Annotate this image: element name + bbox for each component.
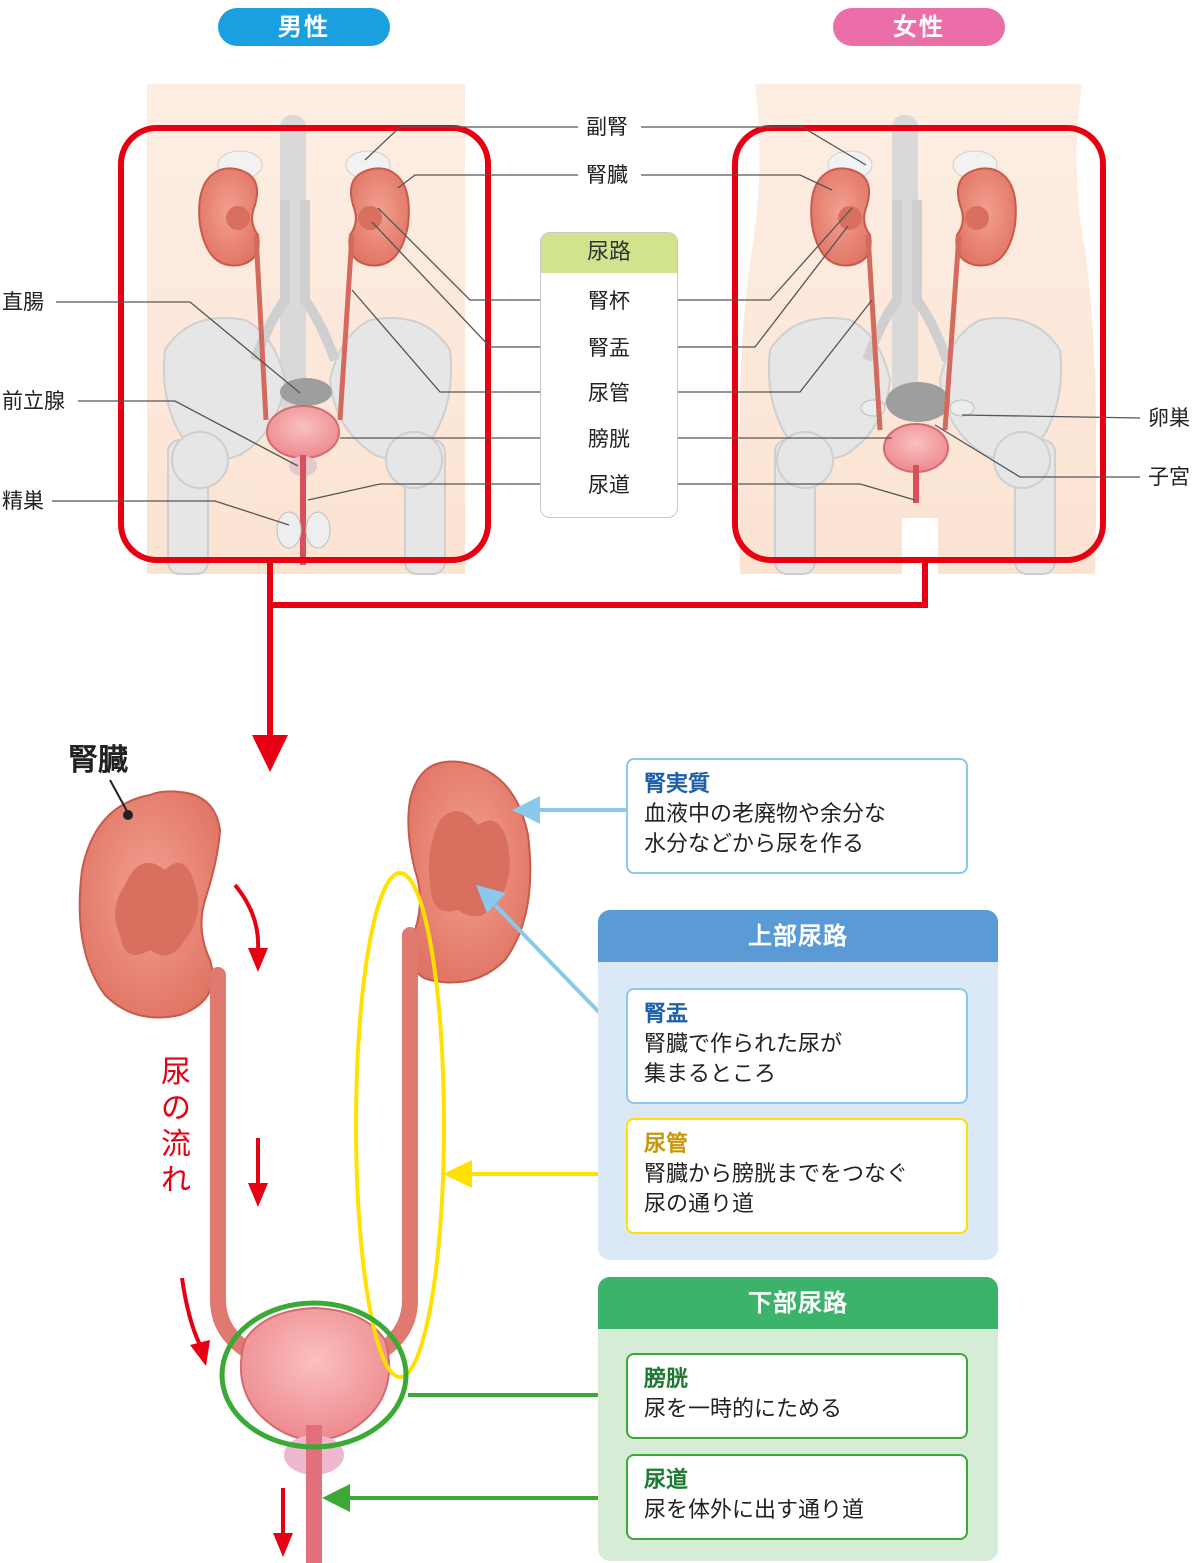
card-urethra-title: 尿道 — [644, 1468, 689, 1493]
card-ureter-title: 尿管 — [644, 1132, 689, 1157]
lower-tract-title: 下部尿路 — [598, 1277, 998, 1329]
route-ureter: 尿管 — [588, 381, 630, 405]
card-bladder-desc: 尿を一時的にためる — [644, 1397, 843, 1422]
card-urethra: 尿道 尿を体外に出す通り道 — [626, 1454, 968, 1540]
card-bladder-title: 膀胱 — [644, 1367, 689, 1392]
route-bladder: 膀胱 — [588, 427, 630, 451]
label-ovary: 卵巣 — [1148, 406, 1190, 430]
card-parenchyma-title: 腎実質 — [644, 772, 711, 797]
ureter-highlight — [354, 871, 446, 1379]
card-parenchyma-desc: 血液中の老廃物や余分な 水分などから尿を作る — [644, 802, 887, 857]
label-testis: 精巣 — [2, 489, 44, 513]
label-rectum: 直腸 — [2, 290, 44, 314]
urine-flow-label: 尿の流れ — [161, 1055, 191, 1198]
card-urethra-desc: 尿を体外に出す通り道 — [644, 1498, 865, 1523]
bottom-kidney-label: 腎臓 — [68, 743, 128, 778]
urinary-route-box: 尿路 腎杯 腎盂 尿管 膀胱 尿道 — [540, 232, 678, 518]
card-pelvis-desc: 腎臓で作られた尿が 集まるところ — [644, 1032, 843, 1087]
female-header: 女性 — [833, 8, 1005, 46]
label-uterus: 子宮 — [1148, 465, 1190, 489]
card-pelvis: 腎盂 腎臓で作られた尿が 集まるところ — [626, 988, 968, 1104]
bottom-urinary-diagram — [78, 760, 532, 1563]
card-parenchyma: 腎実質 血液中の老廃物や余分な 水分などから尿を作る — [626, 758, 968, 874]
route-calyx: 腎杯 — [588, 289, 630, 313]
card-ureter-desc: 腎臓から膀胱までをつなぐ 尿の通り道 — [644, 1162, 909, 1217]
urinary-route-title: 尿路 — [541, 233, 677, 273]
bladder-highlight — [219, 1300, 409, 1450]
label-kidney: 腎臓 — [586, 163, 628, 187]
route-urethra: 尿道 — [588, 473, 630, 497]
male-header: 男性 — [218, 8, 390, 46]
card-pelvis-title: 腎盂 — [644, 1002, 689, 1027]
label-prostate: 前立腺 — [2, 389, 65, 413]
route-pelvis: 腎盂 — [588, 336, 630, 360]
card-ureter: 尿管 腎臓から膀胱までをつなぐ 尿の通り道 — [626, 1118, 968, 1234]
card-bladder: 膀胱 尿を一時的にためる — [626, 1353, 968, 1439]
kidney-pointer-dot — [123, 810, 133, 820]
kidney-pointer-line — [109, 779, 129, 814]
down-arrow-main — [252, 735, 288, 772]
upper-tract-title: 上部尿路 — [598, 910, 998, 962]
flow-arrows — [180, 883, 293, 1557]
male-torso — [147, 84, 465, 575]
label-adrenal: 副腎 — [586, 115, 628, 139]
female-torso — [738, 84, 1097, 575]
